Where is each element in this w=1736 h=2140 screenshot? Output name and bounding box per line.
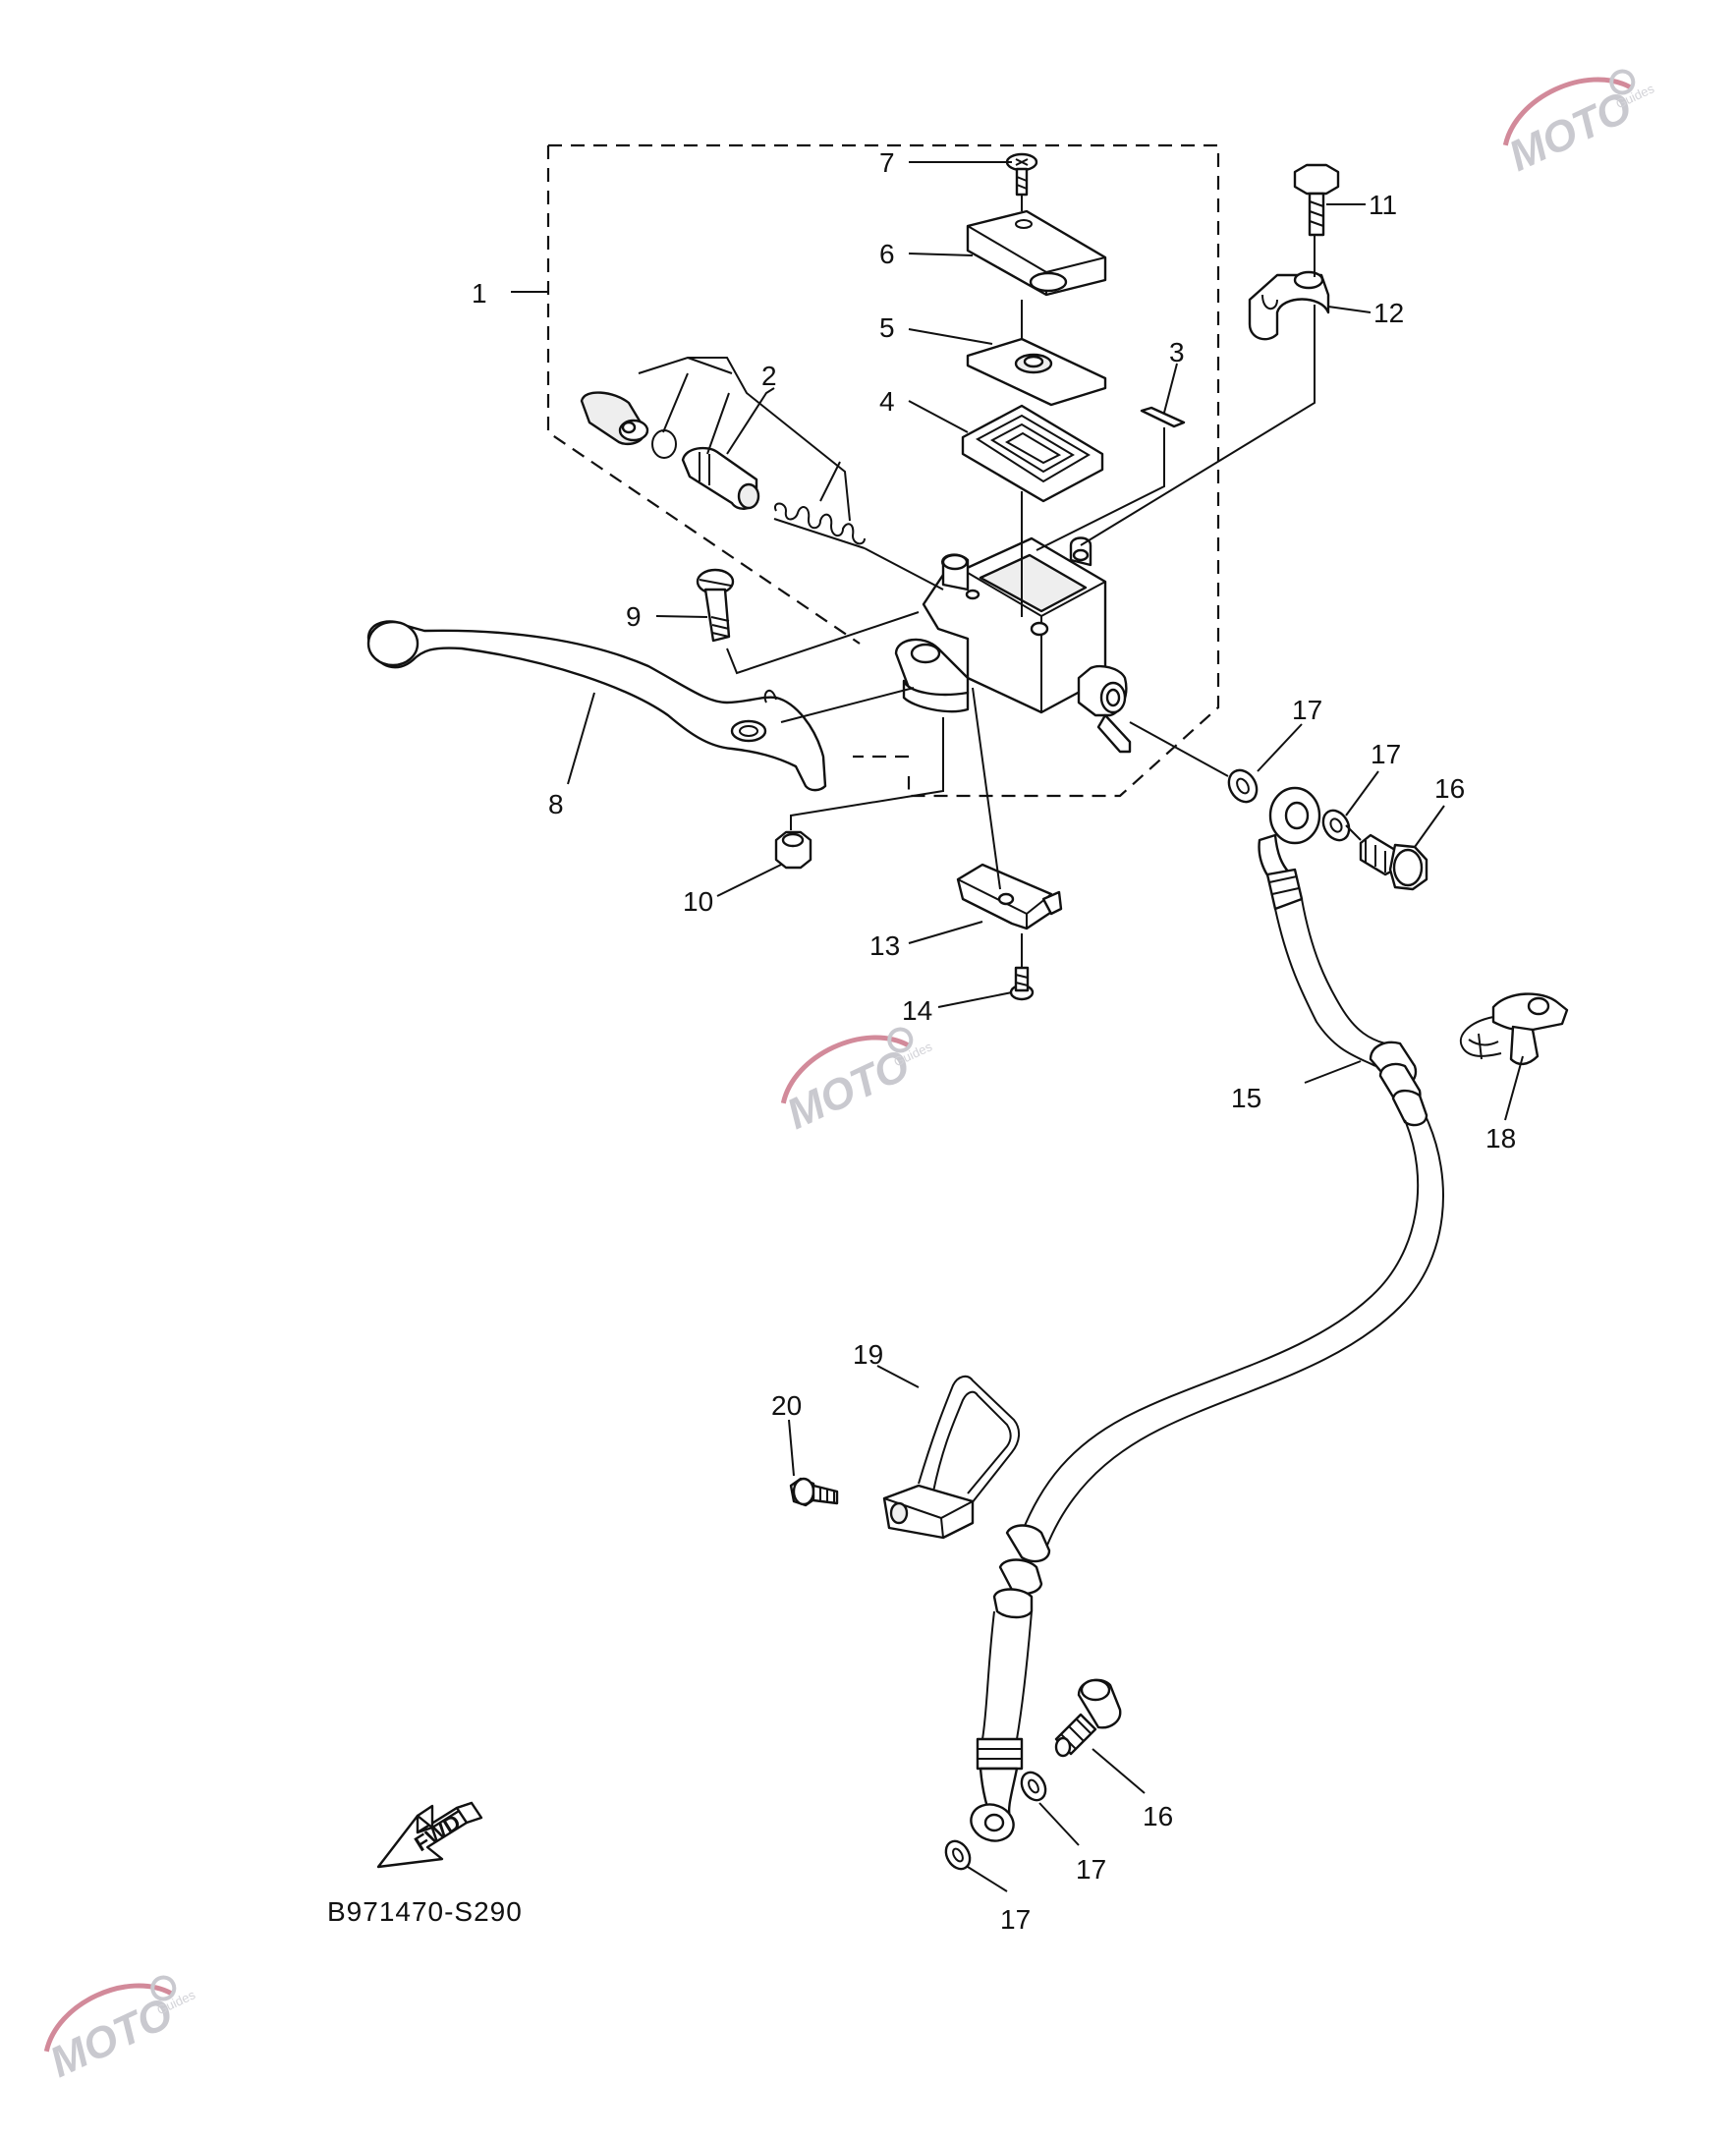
part-14-screw [1009, 966, 1035, 1001]
gear-icon [1609, 69, 1636, 95]
callout-13: 13 [869, 930, 900, 961]
part-20-bolt [789, 1477, 839, 1507]
callout-19: 19 [853, 1339, 883, 1370]
callout-1: 1 [472, 278, 487, 309]
part-18-hose-clip [1459, 992, 1569, 1066]
part-12-clamp [1248, 270, 1330, 341]
part-4-diaphragm [961, 404, 1104, 503]
watermark-bottom-left: MOTO Guides [43, 1975, 197, 2087]
callout-labels: 1 2 3 4 5 6 7 8 9 10 11 12 13 14 15 16 1… [472, 147, 1516, 1935]
part-6-cap [966, 209, 1107, 297]
part-2-piston-kit [580, 391, 866, 549]
callout-5: 5 [879, 312, 895, 343]
callout-14: 14 [902, 995, 932, 1026]
watermark-center: MOTO Guides [780, 1027, 934, 1139]
diagram-code: B971470-S290 [327, 1896, 523, 1927]
part-10-nut [774, 830, 812, 870]
part-5-plate [966, 337, 1107, 407]
callout-9: 9 [626, 601, 642, 632]
part-9-pivot-bolt [696, 568, 735, 643]
callout-11: 11 [1369, 190, 1397, 220]
callout-8: 8 [548, 789, 564, 819]
callout-3: 3 [1169, 337, 1185, 367]
part-3-plate [1140, 406, 1186, 428]
callout-6: 6 [879, 239, 895, 269]
callout-16-top: 16 [1434, 773, 1465, 804]
part-16-union-bolt-bottom [1054, 1678, 1122, 1758]
callout-12: 12 [1373, 298, 1404, 328]
master-cylinder-body [894, 536, 1132, 754]
callout-15: 15 [1231, 1083, 1261, 1113]
part-8-lever [366, 620, 827, 792]
leader-lines [511, 161, 1524, 1892]
callout-2: 2 [761, 361, 777, 391]
callout-17-d: 17 [1076, 1854, 1106, 1885]
gear-icon [887, 1027, 914, 1053]
part-17-washer-a [1227, 768, 1259, 804]
part-19-bracket [882, 1375, 1020, 1540]
part-17-washer-b [1321, 809, 1351, 842]
part-17-washer-c [1020, 1771, 1047, 1802]
callout-17-a: 17 [1292, 695, 1322, 725]
callout-20: 20 [771, 1390, 802, 1421]
callout-17-e: 17 [1000, 1904, 1031, 1935]
part-13-switch [956, 863, 1063, 930]
assembly-boundary [546, 143, 1220, 798]
callout-7: 7 [879, 147, 895, 178]
part-17-washer-d [944, 1839, 972, 1871]
callout-18: 18 [1485, 1123, 1516, 1154]
callout-10: 10 [683, 886, 713, 917]
part-7-screw [1005, 152, 1038, 197]
callout-4: 4 [879, 386, 895, 417]
fwd-arrow-icon: FWD [376, 1801, 483, 1869]
alignment-lines [638, 195, 1362, 968]
part-16-union-bolt-top [1359, 833, 1428, 891]
part-15-brake-hose [970, 786, 1444, 1842]
gear-icon [150, 1975, 177, 2001]
part-11-bolt [1293, 163, 1340, 237]
callout-17-b: 17 [1371, 739, 1401, 769]
callout-16-bottom: 16 [1143, 1801, 1173, 1831]
watermark-top-right: MOTO Guides [1502, 69, 1656, 181]
